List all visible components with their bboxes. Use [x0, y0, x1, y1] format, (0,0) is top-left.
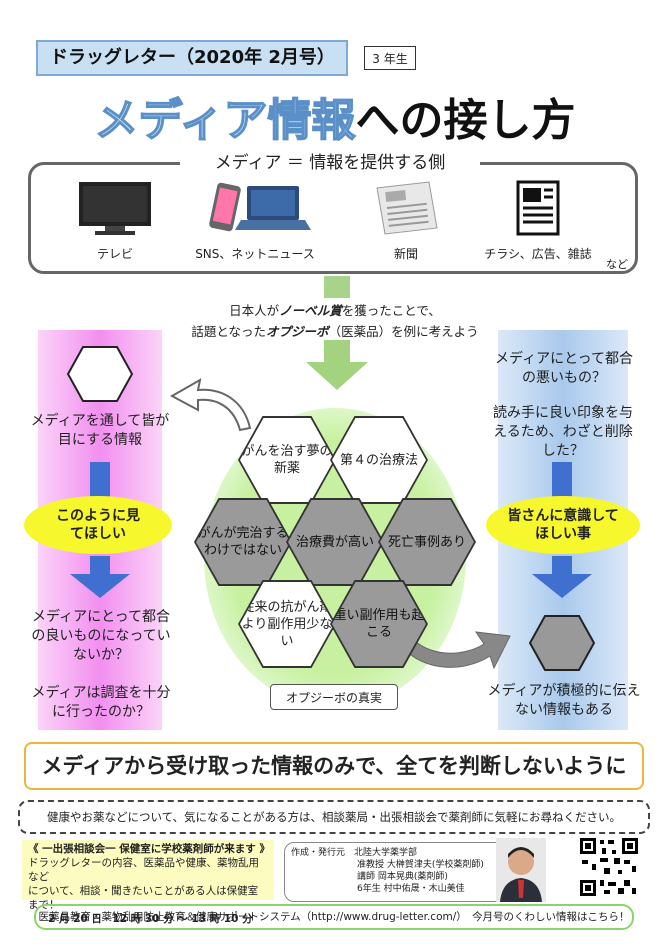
- conclusion-banner: メディアから受け取った情報のみで、全てを判断しないように: [24, 742, 644, 790]
- title-rest: への接し方: [355, 95, 576, 146]
- publisher-line-1: 准教授 大榊賀津夫(学校薬剤師): [357, 860, 484, 870]
- right-text-2: 読み手に良い印象を与えるため、わざと削除した？: [493, 405, 633, 459]
- publisher-line-3: 6年生 村中佑晟・木山美佳: [357, 884, 465, 894]
- right-arrow-down-icon: [532, 556, 592, 598]
- newsletter-title: ドラッグレター（2020年 2月号）: [36, 40, 348, 76]
- page-title: メディア情報への接し方: [0, 84, 670, 148]
- hex-cell: 従来の抗がん剤より副作用少ない: [238, 580, 336, 668]
- newspaper-icon: [376, 181, 438, 235]
- smartphone-laptop-icon: [209, 182, 311, 232]
- hex-cell: 死亡事例あり: [378, 498, 476, 586]
- intro-1a: 日本人が: [229, 303, 280, 318]
- media-label-tv: テレビ: [96, 247, 133, 261]
- intro-2a: 話題となった: [191, 324, 267, 339]
- left-bar-top: [90, 462, 110, 500]
- curved-arrow-right-icon: [403, 631, 511, 670]
- pharmacist-photo: [496, 838, 546, 902]
- hex-cell: 重い副作用も起こる: [330, 580, 428, 668]
- consultation-time: 2 月 20 日 12 時 30 分 ～ 13 時 10 分: [48, 913, 253, 925]
- consultation-box: 《 一出張相談会一 保健室に学校薬剤師が来ます 》 ドラッグレターの内容、医薬品…: [22, 840, 274, 925]
- media-label-sns: SNS、ネットニュース: [195, 247, 315, 261]
- intro-2c: （医薬品）を例に考えよう: [328, 324, 479, 339]
- title-highlight: メディア情報: [94, 94, 356, 147]
- media-label-flyer: チラシ、広告、雑誌: [484, 247, 592, 261]
- intro-1c: を獲ったことで、: [341, 303, 441, 318]
- left-text-1: メディアを通して皆が目にする情報: [30, 413, 170, 448]
- left-text-2: メディアにとって都合の良いものになっていないか？: [31, 609, 171, 663]
- media-label-newspaper: 新聞: [393, 247, 418, 261]
- media-item-sns: SNS、ネットニュース: [180, 180, 330, 262]
- publisher-org: 北陸大学薬学部: [354, 848, 418, 858]
- consultation-line-1: ドラッグレターの内容、医薬品や健康、薬物乱用など: [28, 857, 259, 883]
- qr-code-icon[interactable]: [578, 836, 640, 898]
- publisher-role: 作成・発行元: [291, 848, 346, 858]
- media-heading: メディア ＝ 情報を提供する側: [180, 148, 480, 173]
- left-ellipse-text: このように見てほしい: [56, 508, 140, 542]
- media-item-tv: テレビ: [60, 180, 170, 262]
- media-etc: など: [606, 258, 628, 271]
- gray-hexagon-icon: [528, 615, 596, 671]
- right-ellipse-text: 皆さんに意識してほしい事: [507, 508, 619, 542]
- hex-cell: 第４の治療法: [330, 416, 428, 504]
- footer-link[interactable]: 医薬品教育・薬物乱用防止教育＆健康サポートシステム（http://www.dru…: [34, 904, 634, 930]
- empty-hexagon-icon: [66, 346, 134, 402]
- media-item-flyer: チラシ、広告、雑誌: [468, 180, 608, 262]
- right-ellipse: 皆さんに意識してほしい事: [486, 496, 640, 554]
- left-arrow-down-icon: [70, 556, 130, 598]
- flyer-icon: [516, 180, 560, 236]
- consult-note: 健康やお薬などについて、気になることがある方は、相談薬局・出張相談会で薬剤師に気…: [18, 800, 650, 834]
- truth-label: オプジーボの真実: [270, 684, 398, 710]
- left-ellipse: このように見てほしい: [24, 496, 172, 554]
- consultation-title: 《 一出張相談会一 保健室に学校薬剤師が来ます 》: [28, 843, 270, 855]
- intro-opdivo: オプジーボ: [266, 324, 329, 339]
- right-text-3: メディアが積極的に伝えない情報もある: [487, 683, 641, 718]
- right-text-1: メディアにとって都合の悪いもの？: [495, 351, 633, 386]
- hex-cell: 治療費が高い: [286, 498, 384, 586]
- tv-icon: [79, 182, 151, 235]
- left-text-3: メディアは調査を十分に行ったのか？: [31, 685, 171, 720]
- curved-arrow-left-icon: [169, 378, 252, 432]
- publisher-line-2: 講師 岡本晃典(薬剤師): [357, 872, 448, 882]
- arrow-down-icon: [306, 340, 368, 390]
- media-item-newspaper: 新聞: [356, 180, 456, 262]
- hex-cell: がんが完治するわけではない: [194, 498, 292, 586]
- intro-nobel: ノーベル賞: [279, 303, 342, 318]
- right-bar-top: [552, 462, 572, 500]
- grade-label: 3 年生: [364, 46, 416, 70]
- connector-block: [324, 276, 350, 298]
- intro-text: 日本人がノーベル賞を獲ったことで、 話題となったオプジーボ（医薬品）を例に考えよ…: [0, 300, 670, 342]
